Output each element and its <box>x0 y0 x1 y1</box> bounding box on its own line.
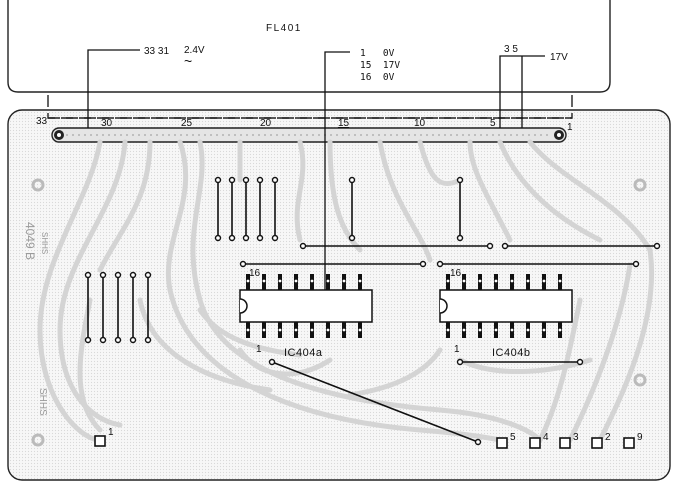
ic-pin-hole <box>246 279 250 283</box>
ic404a-label: IC404a <box>284 347 323 359</box>
ic404a-pin1-label: 1 <box>256 344 262 355</box>
mounting-holes <box>31 178 647 447</box>
ic-pin-hole <box>526 279 530 283</box>
ic404a-pins <box>246 274 362 338</box>
ic404b-pins <box>446 274 562 338</box>
pin-end-right: 1 <box>567 122 573 133</box>
link-pads <box>84 176 661 446</box>
board-number-mark: 4049 B <box>23 222 37 260</box>
ic-pin-hole <box>494 328 498 332</box>
connector-label-3: 3 <box>573 432 579 443</box>
pin-header <box>51 127 567 143</box>
pin-tick-30: 30 <box>101 118 113 129</box>
ic-pin-hole <box>558 328 562 332</box>
ic404a-chip <box>239 289 373 323</box>
ic-pin-hole <box>262 279 266 283</box>
display-name: FL401 <box>266 23 302 34</box>
ic-pin-hole <box>262 328 266 332</box>
pin-note-2: 15 17V <box>360 60 400 71</box>
ic-pin-hole <box>278 279 282 283</box>
ic-pin-hole <box>342 328 346 332</box>
maker-mark-top: SHHS <box>40 232 49 254</box>
connector-label-4: 4 <box>543 432 549 443</box>
connector-label-9: 9 <box>637 432 643 443</box>
supply-pins-label: 33 31 <box>144 46 169 57</box>
ic-pin-hole <box>478 328 482 332</box>
maker-mark: SHHS <box>37 388 48 416</box>
ic-pin-hole <box>310 279 314 283</box>
connector-pads <box>94 435 635 449</box>
display-module-outline <box>7 0 611 93</box>
ic-pin-hole <box>326 279 330 283</box>
pin-note-1: 1 0V <box>360 48 395 59</box>
ic-pin-hole <box>542 328 546 332</box>
right-pins-label: 3 5 <box>504 44 518 55</box>
ic-pin-hole <box>478 279 482 283</box>
ic-pin-hole <box>278 328 282 332</box>
supply-voltage-label: 2.4V <box>184 45 205 56</box>
connector-label-1: 1 <box>108 427 114 438</box>
ac-symbol: ~ <box>184 53 192 69</box>
ic-pin-hole <box>462 279 466 283</box>
connector-label-2: 2 <box>605 432 611 443</box>
ic-pin-hole <box>246 328 250 332</box>
pin-tick-5: 5 <box>490 118 496 129</box>
ic-pin-hole <box>526 328 530 332</box>
ic-pin-hole <box>342 279 346 283</box>
ic-pin-hole <box>446 279 450 283</box>
ic-pin-hole <box>294 328 298 332</box>
pin-note-3: 16 0V <box>360 72 395 83</box>
connector-label-5: 5 <box>510 432 516 443</box>
ic-pin-hole <box>510 328 514 332</box>
ic-pin-hole <box>462 328 466 332</box>
ic404b-chip <box>439 289 573 323</box>
pin-end-left: 33 <box>36 116 48 127</box>
display-projection <box>47 95 573 119</box>
ic-pin-hole <box>510 279 514 283</box>
wire-links <box>87 180 657 443</box>
ic404a-pin16-label: 16 <box>249 268 261 279</box>
ic-pin-hole <box>358 328 362 332</box>
ic404b-pin16-label: 16 <box>450 268 462 279</box>
ic-pin-hole <box>446 328 450 332</box>
ic-pin-hole <box>326 328 330 332</box>
ic-pin-hole <box>558 279 562 283</box>
pin-tick-20: 20 <box>260 118 272 129</box>
pin-tick-10: 10 <box>414 118 426 129</box>
ic-pin-hole <box>494 279 498 283</box>
right-voltage-label: 17V <box>550 52 568 63</box>
copper-traces <box>37 139 654 443</box>
ic-pin-hole <box>294 279 298 283</box>
ic-pin-hole <box>358 279 362 283</box>
callout-lines <box>87 49 545 310</box>
ic404b-label: IC404b <box>492 347 530 359</box>
ic404b-pin1-label: 1 <box>454 344 460 355</box>
ic-pin-hole <box>542 279 546 283</box>
ic-pin-hole <box>310 328 314 332</box>
pin-tick-15: 15 <box>338 118 350 129</box>
pin-tick-25: 25 <box>181 118 193 129</box>
